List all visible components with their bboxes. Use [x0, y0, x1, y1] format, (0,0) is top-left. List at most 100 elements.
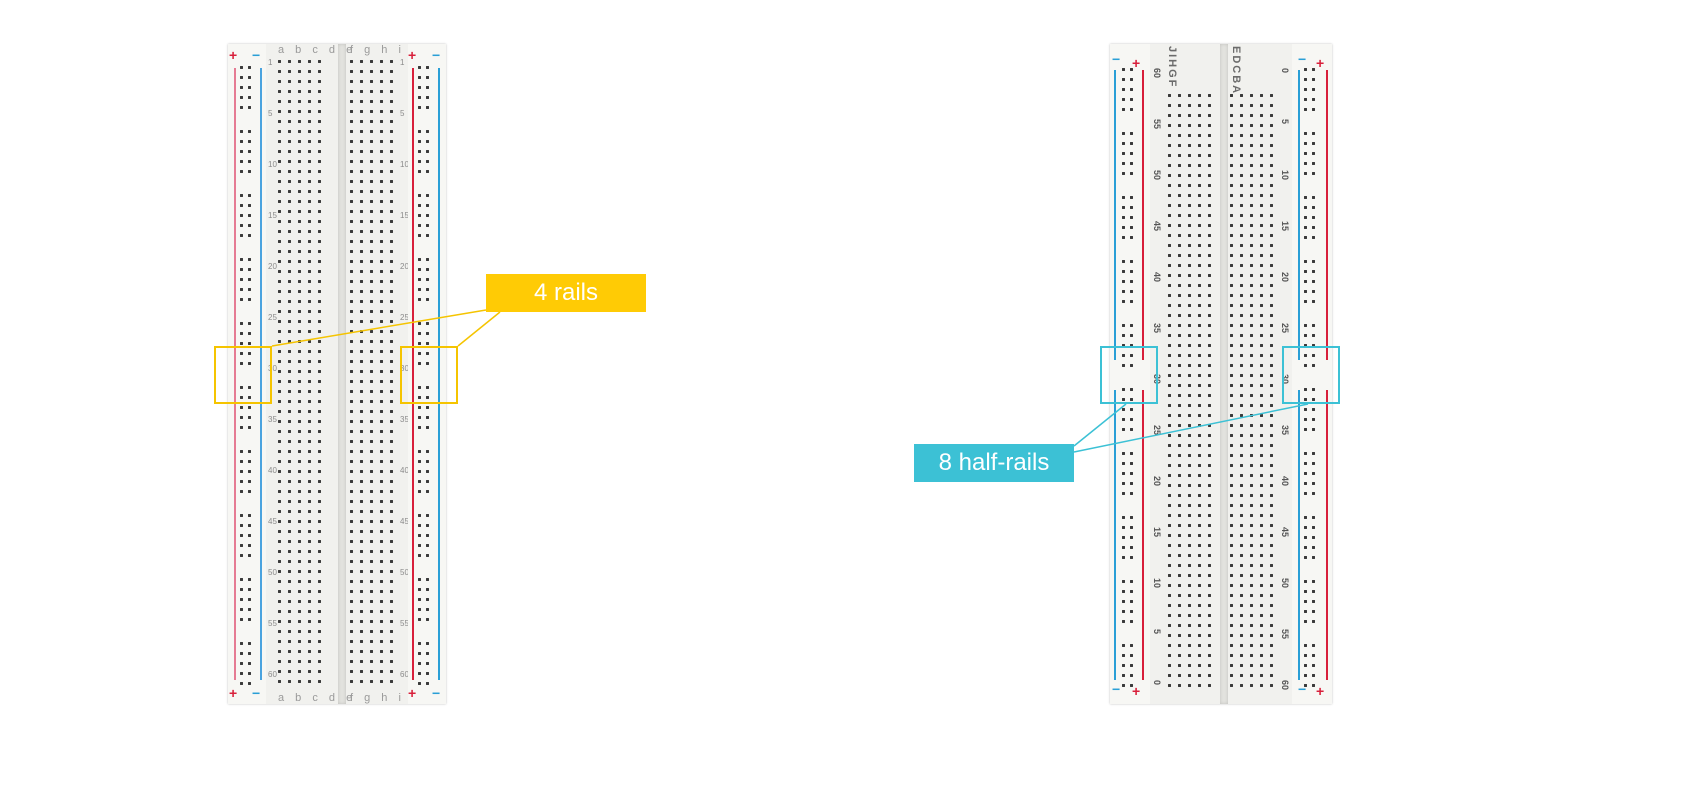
breadboard-hole: [1122, 78, 1125, 81]
breadboard-hole: [390, 580, 393, 583]
breadboard-hole: [248, 150, 251, 153]
breadboard-hole: [1168, 434, 1171, 437]
breadboard-hole: [418, 342, 421, 345]
breadboard-hole: [390, 250, 393, 253]
breadboard-hole: [390, 330, 393, 333]
breadboard-hole: [288, 400, 291, 403]
breadboard-hole: [1250, 574, 1253, 577]
breadboard-hole: [1270, 284, 1273, 287]
breadboard-hole: [1198, 424, 1201, 427]
breadboard-hole: [360, 80, 363, 83]
breadboard-hole: [288, 60, 291, 63]
breadboard-hole: [1168, 424, 1171, 427]
breadboard-hole: [1178, 334, 1181, 337]
breadboard-hole: [1312, 108, 1315, 111]
breadboard-hole: [278, 240, 281, 243]
breadboard-hole: [1270, 424, 1273, 427]
breadboard-hole: [1270, 254, 1273, 257]
breadboard-hole: [240, 224, 243, 227]
breadboard-hole: [1208, 664, 1211, 667]
breadboard-hole: [1270, 234, 1273, 237]
breadboard-hole: [350, 450, 353, 453]
breadboard-hole: [1188, 634, 1191, 637]
breadboard-hole: [390, 220, 393, 223]
breadboard-hole: [1260, 424, 1263, 427]
breadboard-hole: [1304, 610, 1307, 613]
breadboard-hole: [1250, 494, 1253, 497]
breadboard-hole: [418, 588, 421, 591]
breadboard-hole: [1312, 344, 1315, 347]
breadboard-hole: [1240, 274, 1243, 277]
breadboard-hole: [240, 598, 243, 601]
right-board-rail-break-highlight-left: [1100, 346, 1158, 404]
breadboard-hole: [380, 480, 383, 483]
breadboard-hole: [298, 610, 301, 613]
breadboard-hole: [1260, 664, 1263, 667]
row-number-label: 1: [268, 58, 273, 67]
breadboard-hole: [288, 180, 291, 183]
breadboard-hole: [350, 210, 353, 213]
breadboard-hole: [380, 490, 383, 493]
breadboard-hole: [1168, 414, 1171, 417]
breadboard-hole: [350, 520, 353, 523]
breadboard-hole: [1122, 462, 1125, 465]
breadboard-hole: [350, 630, 353, 633]
breadboard-hole: [360, 100, 363, 103]
breadboard-hole: [1230, 314, 1233, 317]
breadboard-hole: [1130, 280, 1133, 283]
breadboard-hole: [350, 300, 353, 303]
breadboard-hole: [1188, 264, 1191, 267]
row-number-label: 0: [1152, 680, 1162, 686]
breadboard-hole: [1198, 364, 1201, 367]
breadboard-hole: [240, 362, 243, 365]
breadboard-hole: [1230, 514, 1233, 517]
breadboard-hole: [380, 550, 383, 553]
breadboard-hole: [1240, 644, 1243, 647]
breadboard-hole: [1260, 164, 1263, 167]
breadboard-hole: [1130, 88, 1133, 91]
breadboard-hole: [1168, 554, 1171, 557]
breadboard-hole: [1198, 294, 1201, 297]
breadboard-hole: [278, 390, 281, 393]
breadboard-hole: [350, 280, 353, 283]
breadboard-hole: [1178, 574, 1181, 577]
breadboard-hole: [350, 100, 353, 103]
breadboard-hole: [1188, 434, 1191, 437]
breadboard-hole: [278, 590, 281, 593]
breadboard-hole: [390, 430, 393, 433]
breadboard-hole: [1260, 304, 1263, 307]
breadboard-hole: [1240, 324, 1243, 327]
breadboard-hole: [360, 610, 363, 613]
breadboard-hole: [1130, 270, 1133, 273]
left-board-bottom-right-plus: +: [408, 685, 417, 701]
breadboard-hole: [1240, 684, 1243, 687]
breadboard-hole: [1188, 534, 1191, 537]
row-number-label: 45: [1280, 527, 1290, 538]
breadboard-hole: [418, 362, 421, 365]
breadboard-hole: [1122, 364, 1125, 367]
breadboard-hole: [1270, 414, 1273, 417]
breadboard-hole: [308, 510, 311, 513]
breadboard-hole: [308, 220, 311, 223]
breadboard-hole: [248, 332, 251, 335]
breadboard-hole: [418, 214, 421, 217]
breadboard-hole: [288, 630, 291, 633]
breadboard-hole: [1250, 154, 1253, 157]
breadboard-hole: [1312, 418, 1315, 421]
breadboard-hole: [370, 650, 373, 653]
breadboard-hole: [360, 220, 363, 223]
breadboard-hole: [1208, 234, 1211, 237]
breadboard-hole: [308, 540, 311, 543]
breadboard-hole: [1312, 270, 1315, 273]
breadboard-hole: [248, 258, 251, 261]
breadboard-hole: [418, 268, 421, 271]
breadboard-hole: [1230, 124, 1233, 127]
breadboard-hole: [1178, 664, 1181, 667]
breadboard-hole: [1168, 474, 1171, 477]
breadboard-hole: [1230, 164, 1233, 167]
breadboard-hole: [288, 240, 291, 243]
breadboard-hole: [1260, 234, 1263, 237]
breadboard-hole: [298, 670, 301, 673]
breadboard-hole: [418, 662, 421, 665]
breadboard-hole: [1130, 556, 1133, 559]
